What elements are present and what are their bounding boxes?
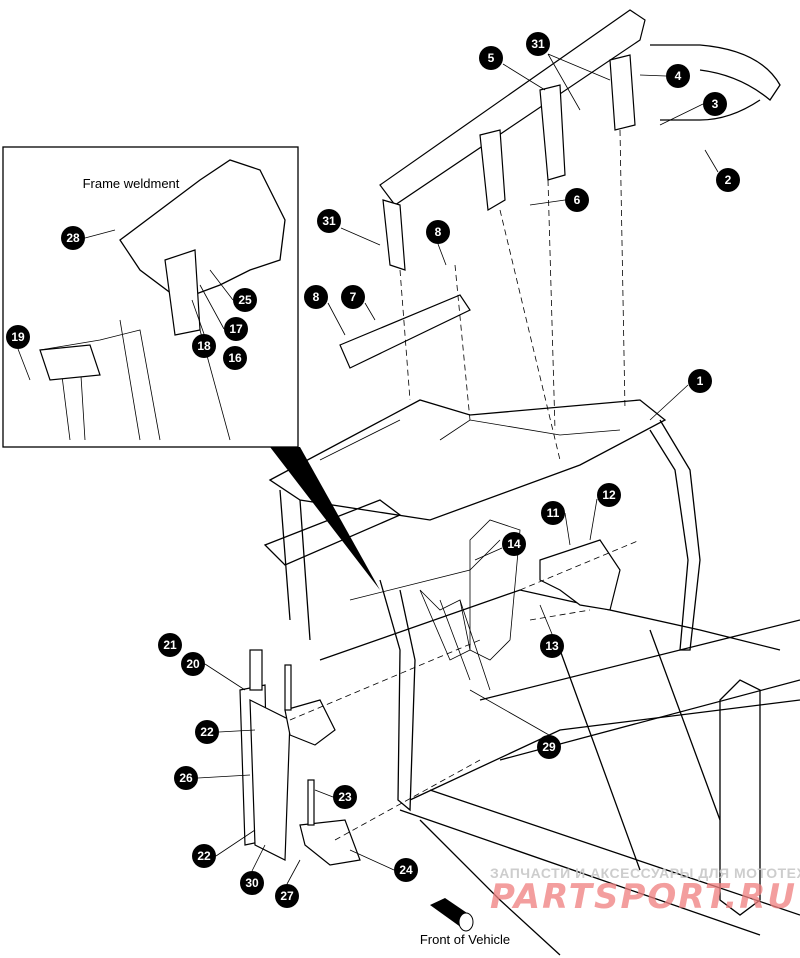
svg-text:23: 23	[338, 790, 352, 804]
callout-4: 4	[666, 64, 690, 88]
callout-11: 11	[541, 501, 565, 525]
svg-text:12: 12	[602, 488, 616, 502]
main-frame	[263, 399, 800, 956]
svg-text:2: 2	[725, 173, 732, 187]
callout-31: 31	[526, 32, 550, 56]
svg-text:30: 30	[245, 876, 259, 890]
callout-17: 17	[224, 317, 248, 341]
front-of-vehicle-label: Front of Vehicle	[420, 932, 510, 947]
svg-text:29: 29	[542, 740, 556, 754]
svg-text:27: 27	[280, 889, 294, 903]
svg-text:26: 26	[179, 771, 193, 785]
svg-text:8: 8	[313, 290, 320, 304]
svg-text:19: 19	[11, 330, 25, 344]
callout-1: 1	[688, 369, 712, 393]
svg-text:31: 31	[322, 214, 336, 228]
svg-text:22: 22	[197, 849, 211, 863]
callout-31: 31	[317, 209, 341, 233]
svg-text:28: 28	[66, 231, 80, 245]
callout-28: 28	[61, 226, 85, 250]
svg-text:18: 18	[197, 339, 211, 353]
callout-22: 22	[192, 844, 216, 868]
svg-text:3: 3	[712, 97, 719, 111]
svg-text:24: 24	[399, 863, 413, 877]
callout-2: 2	[716, 168, 740, 192]
callout-8: 8	[304, 285, 328, 309]
svg-text:1: 1	[697, 374, 704, 388]
callout-16: 16	[223, 346, 247, 370]
callout-22: 22	[195, 720, 219, 744]
svg-text:22: 22	[200, 725, 214, 739]
svg-text:ЗАПЧАСТИ И АКСЕССУАРЫ ДЛЯ МОТО: ЗАПЧАСТИ И АКСЕССУАРЫ ДЛЯ МОТОТЕХНИКИ	[490, 865, 800, 881]
svg-text:25: 25	[238, 293, 252, 307]
svg-text:7: 7	[350, 290, 357, 304]
front-arrow-icon	[430, 898, 474, 932]
svg-text:31: 31	[531, 37, 545, 51]
callout-5: 5	[479, 46, 503, 70]
svg-text:PARTSPORT.RU: PARTSPORT.RU	[490, 877, 797, 917]
cross-member	[379, 9, 646, 271]
mount-bracket	[539, 539, 621, 611]
watermark-logo: ЗАПЧАСТИ И АКСЕССУАРЫ ДЛЯ МОТОТЕХНИКИ PA…	[490, 865, 800, 917]
callout-18: 18	[192, 334, 216, 358]
callout-3: 3	[703, 92, 727, 116]
svg-text:21: 21	[163, 638, 177, 652]
grab-handle	[650, 44, 781, 121]
svg-text:13: 13	[545, 639, 559, 653]
svg-text:14: 14	[507, 537, 521, 551]
hinge-assembly	[239, 649, 361, 866]
callout-6: 6	[565, 188, 589, 212]
callout-26: 26	[174, 766, 198, 790]
svg-text:4: 4	[675, 69, 682, 83]
callout-12: 12	[597, 483, 621, 507]
svg-text:17: 17	[229, 322, 243, 336]
svg-text:8: 8	[435, 225, 442, 239]
leader-lines	[17, 53, 719, 885]
callout-20: 20	[181, 652, 205, 676]
svg-text:11: 11	[547, 506, 560, 520]
callout-25: 25	[233, 288, 257, 312]
frame-weldment-label: Frame weldment	[83, 176, 180, 191]
svg-text:5: 5	[488, 51, 495, 65]
callout-7: 7	[341, 285, 365, 309]
svg-text:16: 16	[228, 351, 242, 365]
callout-29: 29	[537, 735, 561, 759]
callout-14: 14	[502, 532, 526, 556]
callout-21: 21	[158, 633, 182, 657]
callout-8: 8	[426, 220, 450, 244]
callout-13: 13	[540, 634, 564, 658]
callout-23: 23	[333, 785, 357, 809]
callout-24: 24	[394, 858, 418, 882]
alignment-lines	[289, 129, 641, 841]
callout-30: 30	[240, 871, 264, 895]
callout-19: 19	[6, 325, 30, 349]
svg-text:20: 20	[186, 657, 200, 671]
callout-27: 27	[275, 884, 299, 908]
svg-text:6: 6	[574, 193, 581, 207]
